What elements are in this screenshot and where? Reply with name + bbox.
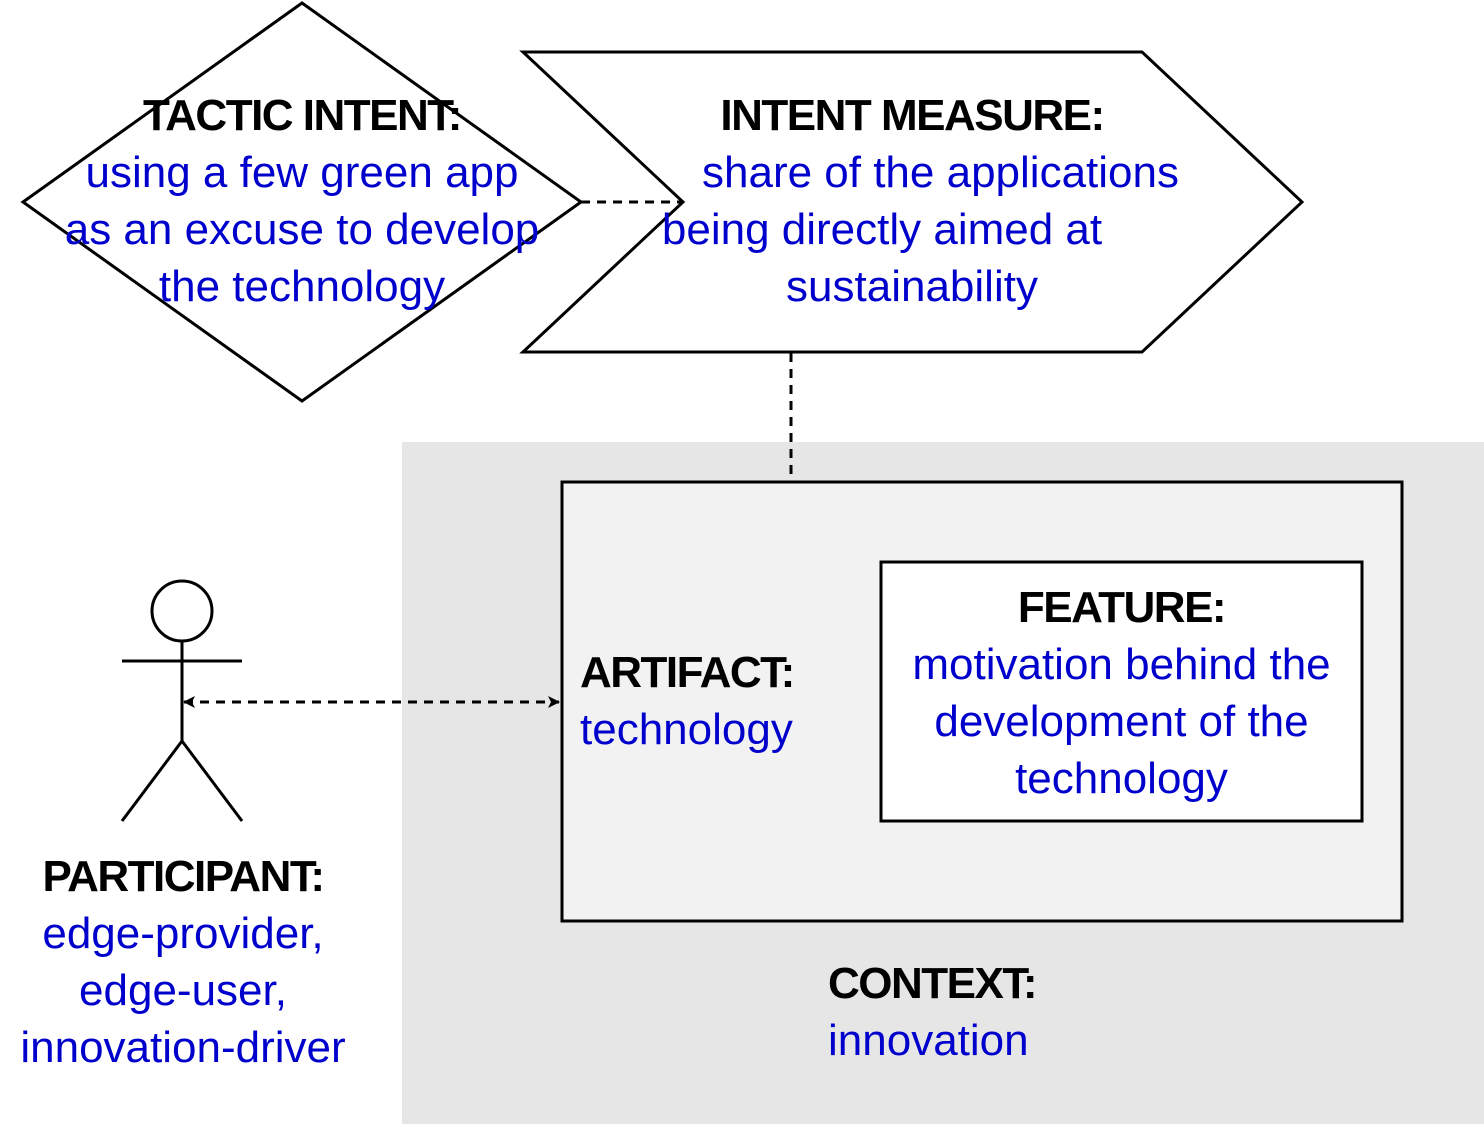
tactic-intent-label: TACTIC INTENT: using a few green app as … bbox=[22, 87, 582, 315]
intent-measure-line-3: sustainability bbox=[786, 262, 1038, 311]
tactic-intent-line-1: using a few green app bbox=[85, 148, 519, 197]
feature-heading: FEATURE: bbox=[1017, 583, 1227, 632]
intent-measure-line-2: being directly aimed at bbox=[661, 205, 1103, 254]
intent-measure-heading: INTENT MEASURE: bbox=[720, 91, 1105, 140]
context-heading: CONTEXT: bbox=[828, 959, 1038, 1008]
tactic-intent-heading: TACTIC INTENT: bbox=[143, 91, 462, 140]
intent-measure-label: INTENT MEASURE: share of the application… bbox=[652, 87, 1179, 315]
participant-heading: PARTICIPANT: bbox=[42, 852, 325, 901]
feature-line-3: technology bbox=[1015, 754, 1228, 803]
context-label: CONTEXT: innovation bbox=[828, 955, 1128, 1069]
tactic-intent-line-3: the technology bbox=[158, 262, 446, 311]
participant-line-3: innovation-driver bbox=[20, 1023, 346, 1072]
intent-measure-line-1: share of the applications bbox=[702, 148, 1179, 197]
feature-label: FEATURE: motivation behind the developme… bbox=[881, 579, 1362, 807]
artifact-label: ARTIFACT: technology bbox=[580, 644, 860, 758]
feature-line-2: development of the bbox=[934, 697, 1309, 746]
participant-label: PARTICIPANT: edge-provider, edge-user, i… bbox=[0, 848, 366, 1076]
participant-line-1: edge-provider, bbox=[42, 909, 324, 958]
feature-line-1: motivation behind the bbox=[912, 640, 1331, 689]
tactic-intent-line-2: as an excuse to develop bbox=[64, 205, 540, 254]
participant-actor-icon bbox=[120, 579, 244, 822]
participant-line-2: edge-user, bbox=[79, 966, 287, 1015]
feature-box bbox=[879, 560, 1364, 823]
context-line-1: innovation bbox=[828, 1016, 1029, 1065]
artifact-line-1: technology bbox=[580, 705, 793, 754]
artifact-heading: ARTIFACT: bbox=[580, 648, 795, 697]
tactic-intent-diamond bbox=[20, 1, 584, 403]
